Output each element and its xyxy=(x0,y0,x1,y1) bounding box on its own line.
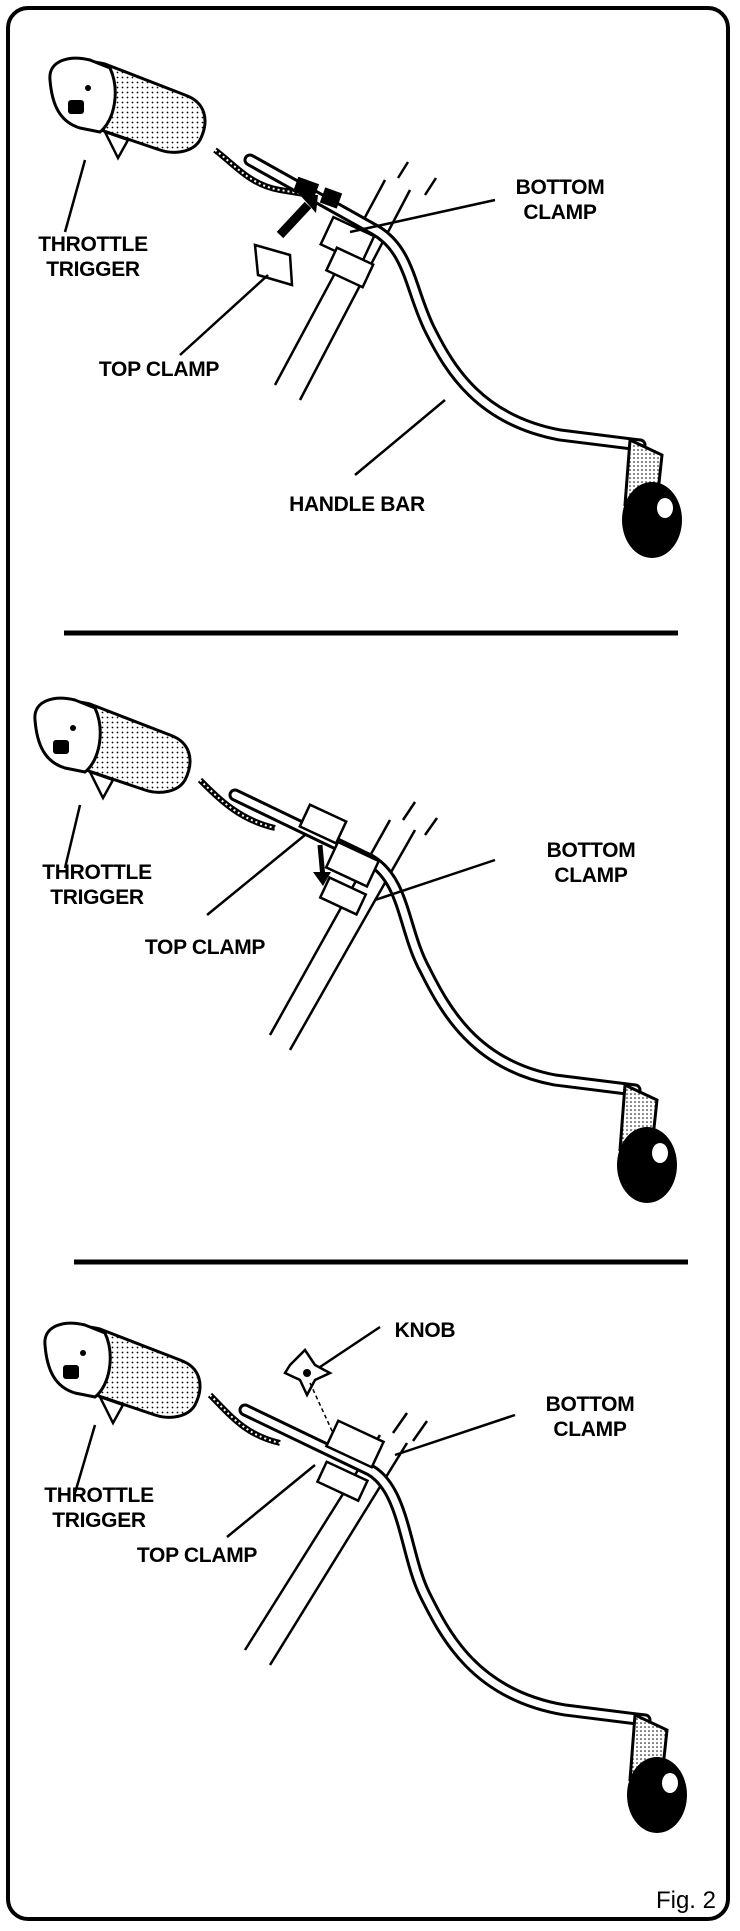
label-line: THROTTLE xyxy=(44,1484,154,1507)
label-line: CLAMP xyxy=(554,864,628,887)
bottom-clamp-label-1: BOTTOM CLAMP xyxy=(495,175,625,225)
panel-1-artwork xyxy=(48,56,682,558)
label-line: HANDLE BAR xyxy=(289,493,425,516)
bottom-clamp-label-3: BOTTOM CLAMP xyxy=(525,1392,655,1442)
panel-3-artwork xyxy=(43,1321,687,1833)
label-line: TRIGGER xyxy=(50,886,144,909)
label-line: CLAMP xyxy=(523,201,597,224)
label-line: BOTTOM xyxy=(515,176,605,199)
label-line: THROTTLE xyxy=(42,861,152,884)
label-line: TOP CLAMP xyxy=(136,1544,258,1567)
label-line: BOTTOM xyxy=(546,839,636,862)
label-line: THROTTLE xyxy=(38,233,148,256)
label-line: KNOB xyxy=(394,1319,456,1342)
top-clamp-label-1: TOP CLAMP xyxy=(84,357,234,382)
throttle-trigger-label-2: THROTTLE TRIGGER xyxy=(32,860,162,910)
throttle-trigger-label-1: THROTTLE TRIGGER xyxy=(28,232,158,282)
knob-label-3: KNOB xyxy=(380,1318,470,1343)
label-line: TOP CLAMP xyxy=(144,936,266,959)
label-line: TOP CLAMP xyxy=(98,358,220,381)
panel-2-artwork xyxy=(33,696,677,1203)
top-clamp-label-2: TOP CLAMP xyxy=(130,935,280,960)
figure-label: Fig. 2 xyxy=(655,1887,716,1914)
figure-frame xyxy=(6,6,730,1921)
label-line: TRIGGER xyxy=(52,1509,146,1532)
label-line: BOTTOM xyxy=(545,1393,635,1416)
label-line: CLAMP xyxy=(553,1418,627,1441)
handle-bar-label-1: HANDLE BAR xyxy=(272,492,442,517)
bottom-clamp-label-2: BOTTOM CLAMP xyxy=(526,838,656,888)
throttle-trigger-label-3: THROTTLE TRIGGER xyxy=(34,1483,164,1533)
top-clamp-label-3: TOP CLAMP xyxy=(122,1543,272,1568)
label-line: TRIGGER xyxy=(46,258,140,281)
